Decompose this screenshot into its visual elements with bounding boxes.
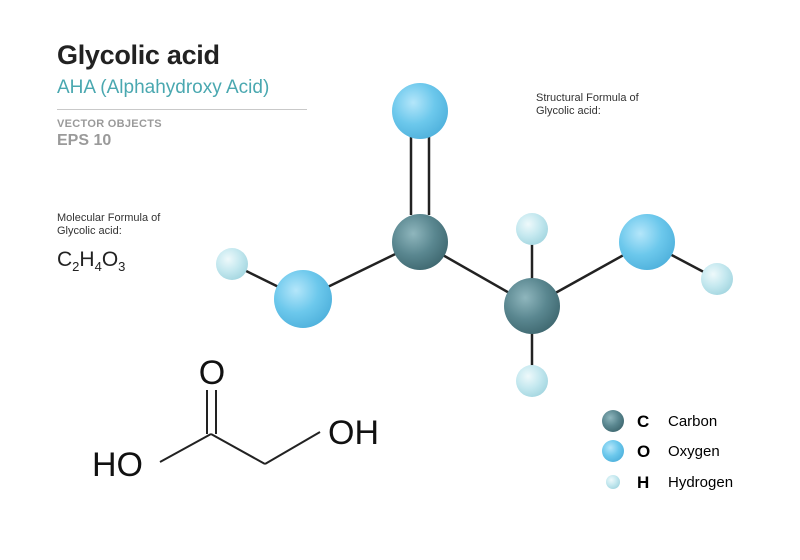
- eps-label: EPS 10: [57, 132, 112, 149]
- atom-oxygen-carbonyl: [392, 83, 448, 139]
- skeletal-ho-left: HO: [92, 446, 143, 484]
- legend-oxygen-symbol: O: [637, 442, 650, 461]
- atom-hydrogen-left: [216, 248, 248, 280]
- structural-formula-label-line2: Glycolic acid:: [536, 105, 601, 117]
- legend-hydrogen-name: Hydrogen: [668, 474, 733, 491]
- legend-carbon-swatch: [602, 410, 624, 432]
- structural-formula-label-line1: Structural Formula of: [536, 92, 639, 104]
- skeletal-bond-c-c: [210, 433, 266, 465]
- skeletal-o-top: O: [199, 354, 225, 392]
- skeletal-bonds: [159, 390, 321, 465]
- skeletal-oh-right: OH: [328, 414, 379, 452]
- molecular-formula-label-line2: Glycolic acid:: [57, 225, 122, 237]
- formula-carbon: C: [57, 248, 73, 271]
- legend-carbon-name: Carbon: [668, 413, 717, 430]
- skeletal-bond-c-oh-left: [159, 433, 212, 463]
- legend-hydrogen-symbol: H: [637, 473, 649, 492]
- divider: [57, 109, 307, 110]
- legend-carbon-symbol: C: [637, 412, 649, 431]
- skeletal-bond-c-oh-right: [264, 431, 321, 465]
- molecular-formula-label-line1: Molecular Formula of: [57, 212, 161, 224]
- page-title: Glycolic acid: [57, 40, 220, 70]
- formula-carbon-count: 2: [72, 259, 80, 274]
- atom-hydrogen-bottom: [516, 365, 548, 397]
- legend: C Carbon O Oxygen H Hydrogen: [602, 410, 733, 492]
- vector-objects-label: VECTOR OBJECTS: [57, 118, 162, 130]
- molecular-formula-label: Molecular Formula of Glycolic acid:: [57, 212, 197, 238]
- formula-hydrogen-count: 4: [94, 259, 102, 274]
- molecular-formula: C2H4O3: [57, 248, 125, 274]
- legend-hydrogen-swatch: [606, 475, 620, 489]
- page-subtitle: AHA (Alphahydroxy Acid): [57, 77, 270, 98]
- atom-oxygen-hydroxyl-right: [619, 214, 675, 270]
- atom-hydrogen-top: [516, 213, 548, 245]
- atom-carbon-1: [392, 214, 448, 270]
- legend-oxygen-name: Oxygen: [668, 443, 720, 460]
- formula-oxygen: O: [101, 248, 119, 271]
- atom-carbon-2: [504, 278, 560, 334]
- structural-formula-label: Structural Formula of Glycolic acid:: [536, 92, 676, 118]
- legend-oxygen-swatch: [602, 440, 624, 462]
- formula-hydrogen: H: [79, 248, 95, 271]
- atom-hydrogen-right: [701, 263, 733, 295]
- atom-oxygen-hydroxyl-left: [274, 270, 332, 328]
- formula-oxygen-count: 3: [118, 259, 126, 274]
